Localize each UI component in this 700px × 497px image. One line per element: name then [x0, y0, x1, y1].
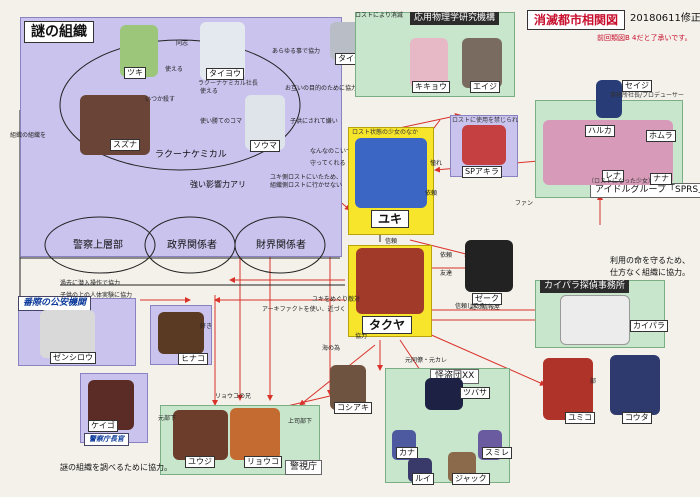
rel-tsukaeru-2: 使える	[200, 88, 218, 95]
rel-irai-2: 依頼	[440, 252, 452, 259]
rel-naninano: なんなのこいつ	[310, 148, 352, 155]
rel-side-1: 組織の組織を	[10, 132, 46, 139]
hinako-portrait	[158, 312, 204, 354]
bottom-note: 謎の組織を調べるために協力。	[60, 463, 172, 473]
org-title: 謎の組織	[24, 21, 94, 43]
rel-irai: 依頼	[425, 190, 437, 197]
rel-kaisoku: 海の為	[322, 345, 340, 352]
rel-kodomo-jikken: 子供の上の人体実験に協力	[60, 292, 132, 299]
rel-ryouko-ani: リョウコの兄	[215, 393, 251, 400]
rel-teki: ユキをめぐり敵対	[312, 296, 360, 303]
sp-portrait	[462, 125, 506, 165]
yumiko-portrait	[543, 358, 593, 420]
kaipara-portrait	[560, 295, 630, 345]
rel-shinrai-shiteru: 信頼してる	[455, 303, 485, 310]
lab-title: 応用物理学研究機構	[410, 12, 499, 25]
rel-akogare: 憧れ	[430, 160, 442, 167]
yuuji-name: ユウジ	[185, 456, 215, 468]
taiyou-sub: ラクーナケミカル社長	[198, 80, 258, 87]
keigo-grp-title: 警察庁長官	[84, 433, 129, 446]
takuya-portrait	[356, 248, 424, 314]
rena-sub: （ロストになった少女）	[588, 178, 654, 185]
idol-title: アイドルグループ「SPRS」	[590, 183, 700, 198]
kaipara-name: カイパラ	[630, 320, 668, 332]
kaito-b-name: スミレ	[482, 447, 512, 459]
sp-sub: ロストに使用を禁じられ	[452, 117, 518, 124]
kouta-name: コウタ	[622, 412, 652, 424]
seiji-portrait	[596, 80, 622, 118]
rel-itsuka: いつか殺す	[145, 96, 175, 103]
yumiko-name: ユミコ	[565, 412, 595, 424]
seiji-sub: 事務所社長/プロデューサー	[610, 92, 684, 99]
kaito-d-name: ジャック	[452, 473, 490, 485]
eiji-name: エイジ	[470, 81, 500, 93]
hinako-name: ヒナコ	[178, 353, 208, 365]
soma-name: ソウマ	[250, 140, 280, 152]
kaipara-title: カイパラ探偵事務所	[540, 280, 629, 293]
rel-kodomo: 子供にされて嫌い	[290, 118, 338, 125]
kikyou-name: キキョウ	[412, 81, 450, 93]
keigo-name: ケイゴ	[88, 420, 118, 432]
rel-doushi: 同志	[176, 40, 188, 47]
sp-name: SPアキラ	[462, 166, 502, 178]
tsuki-name: ツキ	[124, 67, 146, 79]
rel-mamotte: 守ってくれる	[310, 160, 346, 167]
rel-arch: アーキファクトを使い、近づく	[262, 306, 346, 313]
ryouko-name: リョウコ	[244, 456, 282, 468]
takuya-name: タクヤ	[362, 316, 412, 334]
kouta-portrait	[610, 355, 660, 415]
rel-buka: 部	[590, 378, 596, 385]
rel-tsuita: 元同僚・元カレ	[405, 357, 447, 364]
rel-otagai: お互いの目的のために協力	[285, 85, 357, 92]
ryouko-portrait	[230, 408, 280, 460]
zenshirou-name: ゼンシロウ	[50, 352, 96, 364]
nana-name: ナナ	[650, 173, 672, 185]
rakuna-label: ラクーナケミカル	[155, 150, 227, 160]
oval-zaikai: 財界関係者	[256, 240, 306, 252]
yuki-name: ユキ	[371, 210, 409, 228]
zenshirou-portrait	[40, 310, 95, 358]
chart-note: 前回類図B 4だと了承いです。	[597, 34, 692, 43]
rel-koma: 使い勝てのコマ	[200, 118, 242, 125]
chart-date: 20180611修正	[630, 13, 700, 25]
rel-tomodachi: 友達	[440, 270, 452, 277]
tsubasa-name: ツバサ	[460, 387, 490, 399]
rel-kyouryoku: 協力	[355, 333, 367, 340]
rel-suki: 好き	[200, 323, 212, 330]
rel-tsukaeru: 使える	[165, 66, 183, 73]
influence-label: 強い影響力アリ	[190, 180, 246, 190]
yuki-sub: ロスト状態の少女のなか	[352, 129, 418, 136]
seiji-name: セイジ	[622, 80, 652, 92]
oval-keisatsu: 警察上層部	[73, 240, 123, 252]
yuuji-portrait	[173, 410, 228, 460]
rel-joshi: 上司部下	[288, 418, 312, 425]
rel-fan: ファン	[515, 200, 533, 207]
chart-title: 消滅都市相関図	[527, 10, 625, 30]
rel-lost-shoumetsu: ロストにより消滅	[355, 12, 403, 19]
keishicho-title: 警視庁	[285, 460, 322, 475]
kaito-c-name: ルイ	[412, 473, 434, 485]
kaipara-note-2: 仕方なく組織に協力。	[610, 268, 690, 278]
rel-shinrai: 信頼	[385, 238, 397, 245]
homura-name: ホムラ	[646, 130, 676, 142]
zero-portrait	[465, 240, 513, 292]
rel-arayuru: あらゆる事で協力	[272, 48, 320, 55]
tsubasa-portrait	[425, 378, 463, 410]
rel-yuki-lost-2: 組織側ロストに行かせない	[270, 182, 342, 189]
koshiro-name: コシアキ	[334, 402, 372, 414]
rel-moto-buka: 元部下	[158, 415, 176, 422]
haruka-name: ハルカ	[585, 125, 615, 137]
kaipara-note-1: 利用の命を守るため、	[610, 256, 690, 266]
sozuna-name: スズナ	[110, 139, 140, 151]
yuki-portrait	[355, 138, 427, 208]
rel-kako: 過去に潜入操作で協力	[60, 280, 120, 287]
oval-seikai: 政界関係者	[167, 240, 217, 252]
rel-yuki-lost-1: ユキ側ロストにいたため、	[270, 174, 342, 181]
taiyou-name: タイヨウ	[206, 68, 244, 80]
